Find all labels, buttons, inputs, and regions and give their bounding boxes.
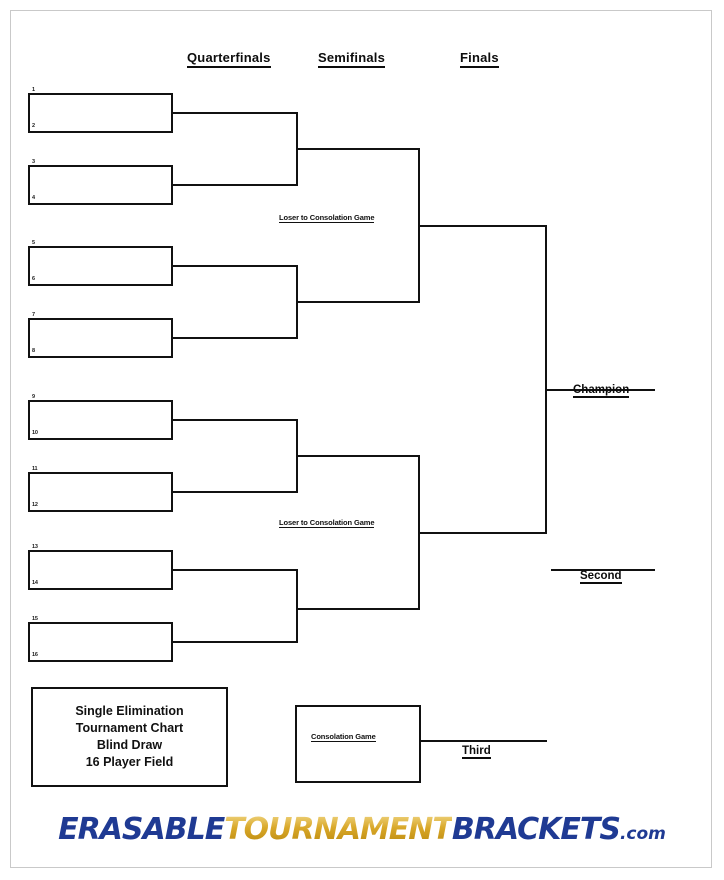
- note-loser-upper: Loser to Consolation Game: [279, 213, 375, 223]
- seed-label-15: 15: [32, 616, 38, 622]
- seed-label-11: 11: [32, 466, 38, 472]
- seed-label-2: 2: [32, 122, 35, 129]
- seed-label-6: 6: [32, 275, 35, 282]
- site-logo: ERASABLETOURNAMENTBRACKETS.com: [0, 812, 724, 847]
- second-label: Second: [580, 570, 622, 584]
- seed-label-10: 10: [32, 429, 38, 436]
- round-header-finals: Finals: [460, 50, 499, 68]
- qf-bracket-1: [173, 112, 298, 186]
- match-box-7[interactable]: 13 14: [28, 544, 173, 590]
- logo-brackets: BRACKETS: [451, 812, 621, 847]
- consolation-game-label: Consolation Game: [311, 732, 376, 742]
- champion-label: Champion: [573, 384, 630, 398]
- finals-bracket: [420, 225, 547, 534]
- sf-bracket-upper: [298, 148, 420, 303]
- match-box-3[interactable]: 5 6: [28, 240, 173, 286]
- seed-label-8: 8: [32, 347, 35, 354]
- sf-bracket-lower: [298, 455, 420, 610]
- legend-box: Single Elimination Tournament Chart Blin…: [31, 687, 228, 787]
- third-label: Third: [462, 745, 491, 759]
- seed-label-14: 14: [32, 579, 38, 586]
- logo-erasable: ERASABLE: [58, 812, 225, 847]
- legend-line-4: 16 Player Field: [85, 755, 174, 769]
- match-box-2[interactable]: 3 4: [28, 159, 173, 205]
- qf-bracket-4: [173, 569, 298, 643]
- match-box-1[interactable]: 1 2: [28, 87, 173, 133]
- qf-bracket-3: [173, 419, 298, 493]
- logo-dotcom: .com: [619, 824, 666, 844]
- qf-bracket-2: [173, 265, 298, 339]
- seed-label-12: 12: [32, 501, 38, 508]
- legend-line-2: Tournament Chart: [75, 721, 184, 735]
- seed-label-3: 3: [32, 159, 35, 165]
- match-box-8[interactable]: 15 16: [28, 616, 173, 662]
- round-header-semifinals: Semifinals: [318, 50, 386, 68]
- second-line: [551, 569, 655, 571]
- legend-line-1: Single Elimination: [75, 704, 184, 718]
- consolation-game-box[interactable]: [295, 705, 421, 783]
- match-box-5[interactable]: 9 10: [28, 394, 173, 440]
- match-box-6[interactable]: 11 12: [28, 466, 173, 512]
- seed-label-16: 16: [32, 651, 38, 658]
- match-box-4[interactable]: 7 8: [28, 312, 173, 358]
- champion-line: [547, 389, 655, 391]
- seed-label-1: 1: [32, 87, 35, 93]
- logo-tournament: TOURNAMENT: [224, 812, 453, 847]
- seed-label-9: 9: [32, 394, 35, 400]
- third-line: [421, 740, 547, 742]
- seed-label-4: 4: [32, 194, 35, 201]
- seed-label-5: 5: [32, 240, 35, 246]
- note-loser-lower: Loser to Consolation Game: [279, 518, 375, 528]
- seed-label-13: 13: [32, 544, 38, 550]
- round-header-quarterfinals: Quarterfinals: [187, 50, 271, 68]
- legend-line-3: Blind Draw: [96, 738, 163, 752]
- seed-label-7: 7: [32, 312, 35, 318]
